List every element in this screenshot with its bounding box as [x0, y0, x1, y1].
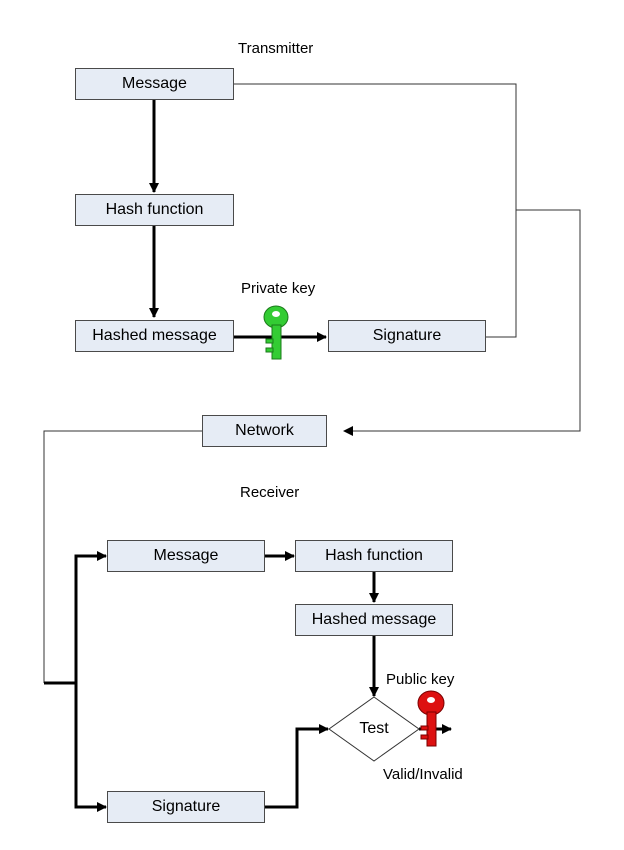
private-key-label: Private key — [241, 280, 316, 297]
public-key-label: Public key — [386, 671, 455, 688]
transmitter-title: Transmitter — [238, 40, 314, 57]
line-network-to-receiver — [43, 430, 202, 683]
test-label: Test — [359, 720, 389, 737]
arrow-rsignature-to-test — [265, 724, 329, 809]
receiver-hash-function-box: Hash function — [295, 540, 453, 572]
red-key-icon — [417, 690, 445, 747]
line-junction-to-network — [343, 209, 581, 436]
arrow-to-receiver-message — [74, 551, 107, 683]
transmitter-signature-box: Signature — [328, 320, 486, 352]
network-box: Network — [202, 415, 327, 447]
transmitter-hashed-message-box: Hashed message — [75, 320, 234, 352]
test-diamond — [328, 696, 420, 762]
receiver-hashed-message-box: Hashed message — [295, 604, 453, 636]
transmitter-message-box: Message — [75, 68, 234, 100]
receiver-title: Receiver — [240, 484, 300, 501]
receiver-signature-box: Signature — [107, 791, 265, 823]
transmitter-hash-function-box: Hash function — [75, 194, 234, 226]
line-signature-to-network — [486, 210, 517, 338]
arrow-to-receiver-signature — [74, 683, 107, 812]
valid-invalid-label: Valid/Invalid — [383, 766, 463, 783]
green-key-icon — [263, 305, 289, 360]
receiver-message-box: Message — [107, 540, 265, 572]
line-message-to-network — [234, 83, 517, 210]
